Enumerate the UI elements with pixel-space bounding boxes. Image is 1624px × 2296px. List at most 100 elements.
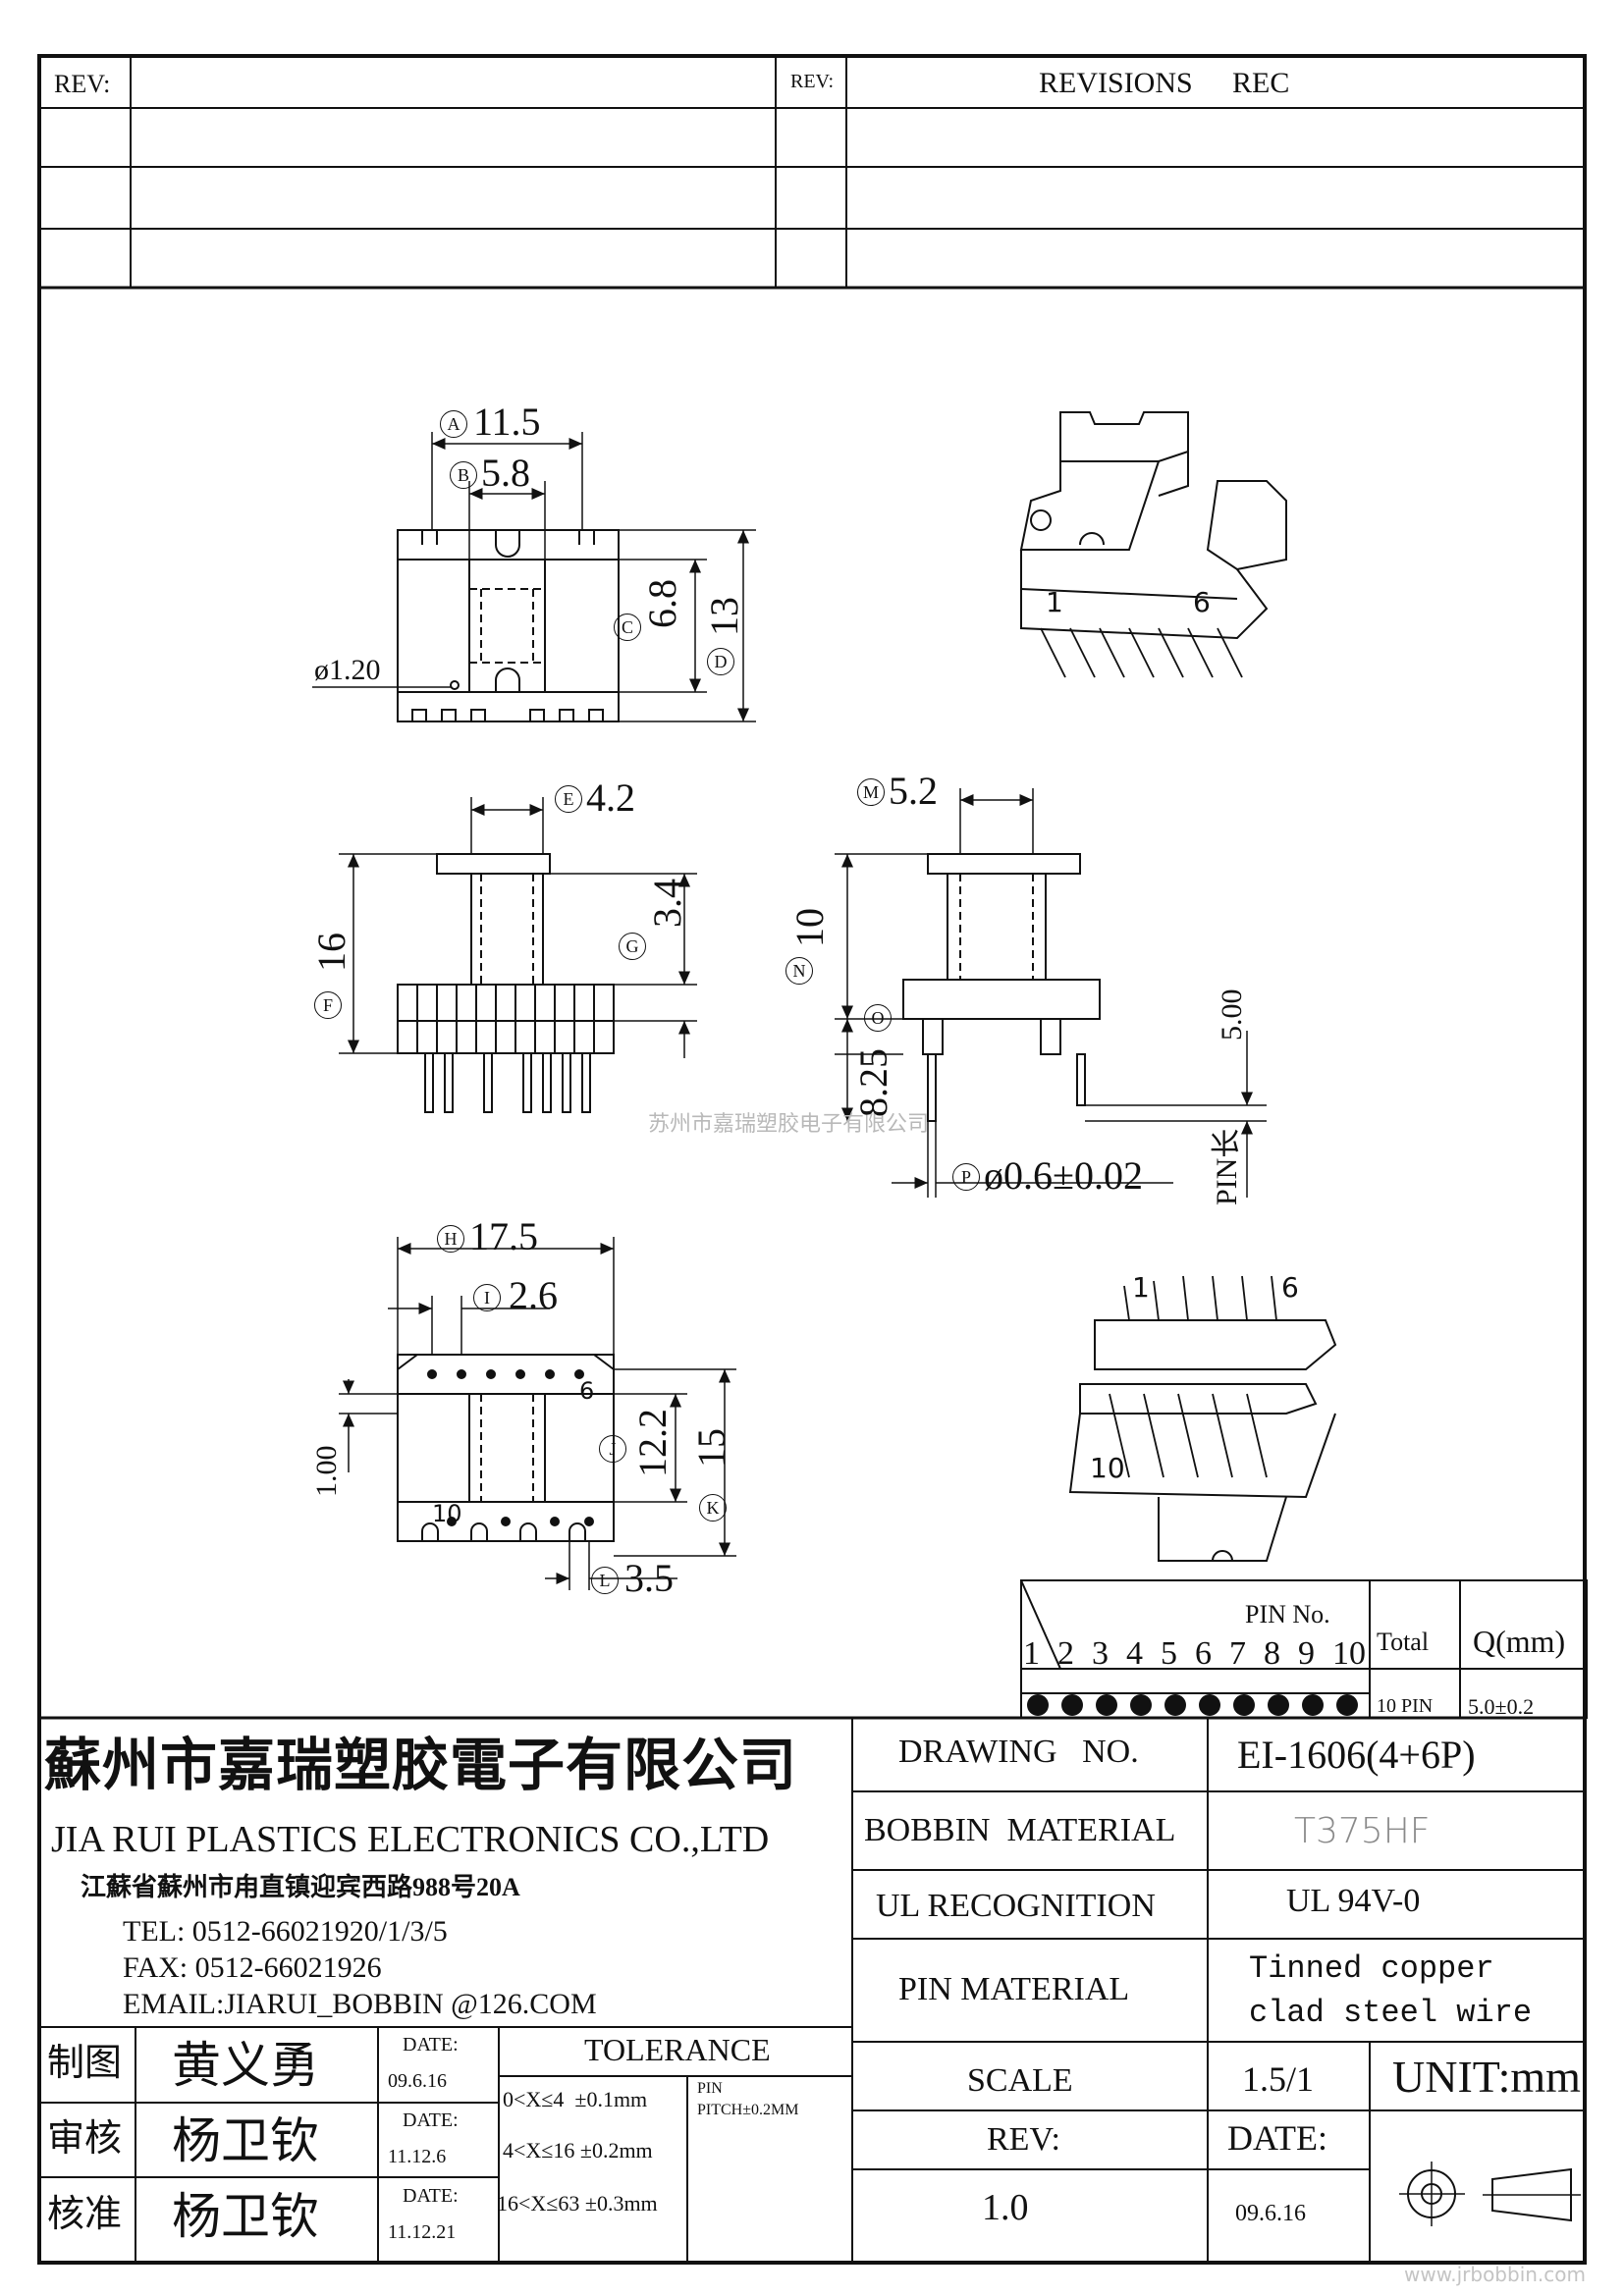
drawing-no-value: EI-1606(4+6P) xyxy=(1237,1733,1476,1777)
dim-b-letter: B xyxy=(450,461,477,489)
company-address: 江蘇省蘇州市甪直镇迎宾西路988号20A xyxy=(81,1873,520,1901)
dim-hole: ø1.20 xyxy=(314,654,381,686)
drawing-no-label: DRAWING NO. xyxy=(898,1734,1139,1770)
approval-role: 制图 xyxy=(47,2043,123,2084)
company-name-cn: 蘇州市嘉瑞塑胶電子有限公司 xyxy=(44,1734,798,1797)
pin-dot-4 xyxy=(1130,1694,1152,1716)
dim-pin-length-value: 5.00 xyxy=(1216,988,1248,1041)
company-email: EMAIL:JIARUI_BOBBIN @126.COM xyxy=(123,1988,597,2020)
title-block-grid xyxy=(37,1716,1587,2265)
company-name-en: JIA RUI PLASTICS ELECTRONICS CO.,LTD xyxy=(51,1819,770,1860)
pin-dot-5 xyxy=(1164,1694,1186,1716)
company-tel: TEL: 0512-66021920/1/3/5 xyxy=(123,1915,448,1948)
pin-dot-1 xyxy=(1027,1694,1049,1716)
pin-number-4: 4 xyxy=(1126,1635,1143,1672)
pin-number-3: 3 xyxy=(1092,1635,1109,1672)
pin-number-10: 10 xyxy=(1332,1635,1366,1672)
scale-label: SCALE xyxy=(967,2062,1073,2099)
date-value: 09.6.16 xyxy=(1235,2201,1306,2226)
tolerance-row-1: 0<X≤4 ±0.1mm xyxy=(503,2087,648,2111)
approval-date-label: DATE: xyxy=(403,2034,459,2056)
dim-k-letter: K xyxy=(699,1494,727,1522)
dim-m-value: 5.2 xyxy=(889,769,938,813)
dim-i-value: 2.6 xyxy=(509,1273,558,1317)
pin-material-line1: Tinned copper xyxy=(1249,1950,1494,1987)
iso-top-pin-last: 6 xyxy=(1193,586,1211,618)
dim-c-value: 6.8 xyxy=(640,579,684,628)
dim-i-letter: I xyxy=(473,1284,501,1311)
tolerance-pitch-label: PITCH±0.2MM xyxy=(697,2102,799,2118)
approval-role: 核准 xyxy=(47,2194,123,2235)
company-fax: FAX: 0512-66021926 xyxy=(123,1951,382,1984)
rev-label-right: REV: xyxy=(790,71,835,92)
dim-j-value: 12.2 xyxy=(630,1409,675,1477)
pin-table-q-value: 5.0±0.2 xyxy=(1468,1694,1535,1719)
iso-top-pin-first: 1 xyxy=(1046,586,1063,618)
dim-f-value: 16 xyxy=(309,933,353,972)
pin-dot-2 xyxy=(1061,1694,1083,1716)
pin-dot-9 xyxy=(1302,1694,1324,1716)
pin-dot-6 xyxy=(1199,1694,1220,1716)
dim-m-letter: M xyxy=(857,778,885,806)
dim-e-letter: E xyxy=(555,785,582,813)
approval-name: 杨卫钦 xyxy=(172,2189,319,2244)
dim-d-letter: D xyxy=(707,648,734,675)
ul-recognition-value: UL 94V-0 xyxy=(1286,1883,1421,1919)
approval-role: 审核 xyxy=(47,2118,123,2160)
unit-label: UNIT:mm xyxy=(1392,2052,1581,2102)
tolerance-title: TOLERANCE xyxy=(584,2032,771,2067)
pin-table-total-label: Total xyxy=(1377,1628,1430,1656)
dim-h-letter: H xyxy=(437,1225,464,1253)
dim-g-value: 3.4 xyxy=(645,879,689,928)
iso-bottom-pin-first: 1 xyxy=(1132,1271,1150,1304)
front-view xyxy=(312,432,756,722)
bobbin-material-value: T375HF xyxy=(1294,1811,1431,1851)
pin-table-header: PIN No. xyxy=(1245,1600,1330,1629)
dim-pin-length-label: PIN长 xyxy=(1211,1128,1243,1205)
dim-o-letter: O xyxy=(864,1004,892,1032)
watermark-text: 苏州市嘉瑞塑胶电子有限公司 xyxy=(648,1112,930,1137)
bottom-view-pin-ten: 10 xyxy=(432,1500,462,1527)
dim-p-letter: P xyxy=(952,1163,980,1191)
ul-recognition-label: UL RECOGNITION xyxy=(876,1888,1156,1924)
iso-bottom-pin-ten: 10 xyxy=(1090,1452,1125,1484)
end-view xyxy=(835,788,1267,1198)
iso-bottom-pin-last: 6 xyxy=(1281,1271,1299,1304)
rev-label-left: REV: xyxy=(54,70,111,98)
pin-number-7: 7 xyxy=(1229,1635,1246,1672)
dim-g-letter: G xyxy=(619,933,646,960)
pin-material-line2: clad steel wire xyxy=(1249,1995,1533,2031)
pin-number-1: 1 xyxy=(1023,1635,1040,1672)
dim-c-letter: C xyxy=(614,614,641,641)
revision-table xyxy=(37,54,1587,290)
dim-n-value: 10 xyxy=(787,908,832,947)
approval-name: 杨卫钦 xyxy=(172,2113,319,2168)
pin-number-8: 8 xyxy=(1264,1635,1280,1672)
pin-material-label: PIN MATERIAL xyxy=(898,1971,1130,2007)
side-view xyxy=(339,797,697,1113)
pin-dot-10 xyxy=(1336,1694,1358,1716)
pin-number-6: 6 xyxy=(1195,1635,1212,1672)
isometric-view-bottom xyxy=(1068,1275,1337,1562)
approval-name: 黄义勇 xyxy=(172,2038,319,2093)
dim-n-letter: N xyxy=(785,957,813,985)
bottom-view xyxy=(339,1237,736,1590)
isometric-view-top xyxy=(1019,411,1287,678)
approval-date-label: DATE: xyxy=(403,2185,459,2207)
dim-a-value: 11.5 xyxy=(473,400,541,444)
pin-dots xyxy=(1027,1694,1358,1716)
pin-dot-8 xyxy=(1268,1694,1289,1716)
approval-date: 11.12.6 xyxy=(388,2146,447,2167)
bobbin-material-label: BOBBIN MATERIAL xyxy=(864,1812,1176,1848)
bottom-view-pin-six: 6 xyxy=(579,1377,595,1405)
date-label: DATE: xyxy=(1227,2118,1327,2158)
dim-d-value: 13 xyxy=(702,597,746,636)
rev-value: 1.0 xyxy=(982,2187,1029,2228)
dim-left-offset: 1.00 xyxy=(310,1445,343,1498)
pin-dot-7 xyxy=(1233,1694,1255,1716)
dim-k-value: 15 xyxy=(689,1428,733,1468)
pin-number-2: 2 xyxy=(1057,1635,1074,1672)
dim-a-letter: A xyxy=(440,410,467,438)
dim-h-value: 17.5 xyxy=(469,1214,538,1258)
